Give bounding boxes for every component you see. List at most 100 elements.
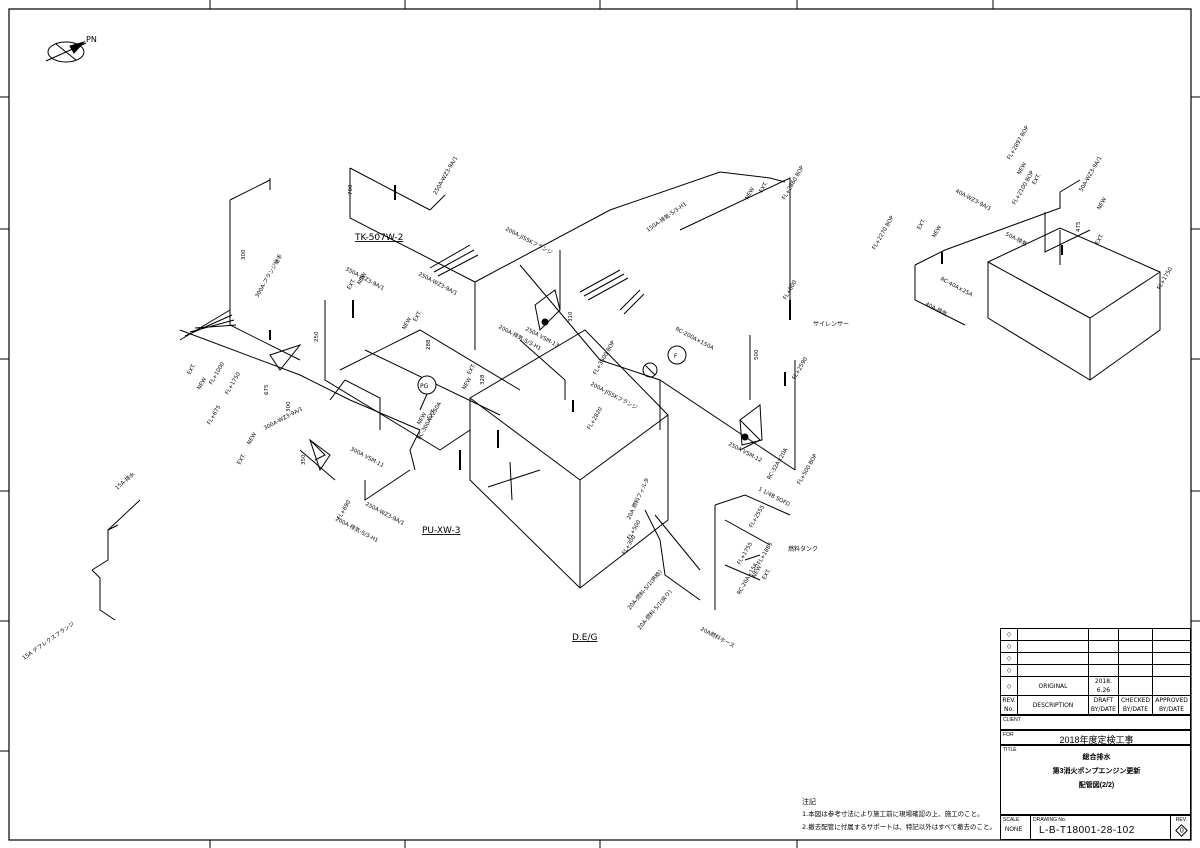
dimension-label: 475 bbox=[1076, 221, 1082, 232]
ext-marker: EXT. bbox=[759, 181, 770, 194]
level-label: FL+800 bbox=[783, 279, 799, 301]
pu-xw3-label: PU-XW-3 bbox=[422, 526, 461, 536]
pg-label: PG bbox=[420, 383, 429, 390]
dimension-label: 500 bbox=[754, 349, 760, 360]
ext-marker: EXT. bbox=[187, 363, 198, 376]
deg-label: D.E/G bbox=[572, 633, 598, 643]
level-label: FL+2897 BOP bbox=[1007, 125, 1031, 161]
f-label: F bbox=[674, 353, 678, 360]
new-marker: NEW bbox=[752, 564, 764, 579]
flowmeter-icon bbox=[642, 345, 687, 378]
new-marker: NEW bbox=[197, 376, 209, 391]
title-block: TITLE 総合排水 第3消火ポンプエンジン更新 配管図(2/2) bbox=[1000, 745, 1191, 815]
new-marker: NEW bbox=[357, 271, 369, 286]
rev-diamond-icon: ◇ bbox=[1000, 652, 1018, 665]
new-marker: NEW bbox=[462, 376, 474, 391]
notes-heading: 注記 bbox=[802, 797, 816, 806]
hdr-approved: APPROVED BY/DATE bbox=[1152, 695, 1191, 715]
ext-marker: EXT. bbox=[413, 310, 424, 323]
title-line-1: 総合排水 bbox=[1082, 754, 1111, 761]
level-label: FL+2590 bbox=[792, 356, 810, 381]
valve-symbols bbox=[269, 185, 1063, 472]
client-block: CLIENT bbox=[1000, 715, 1191, 730]
level-label: FL+1000 bbox=[209, 361, 227, 386]
pipe-label: 15A デフレクスフランジ bbox=[21, 619, 77, 661]
ext-marker: EXT. bbox=[467, 363, 478, 376]
dimension-label: 310 bbox=[568, 311, 574, 322]
client-label: CLIENT bbox=[1003, 717, 1021, 723]
level-label: FL+2270 BOP bbox=[872, 215, 896, 251]
hdr-checked: CHECKED BY/DATE bbox=[1117, 695, 1154, 715]
dimension-label: 350 bbox=[301, 454, 307, 465]
drawing-number-label: DRAWING No. bbox=[1033, 817, 1067, 823]
silencer-label: サイレンサー bbox=[813, 321, 849, 328]
north-arrow-icon bbox=[45, 41, 87, 63]
pipe-label: 1 1/4B SOFD bbox=[757, 486, 791, 508]
engine-box bbox=[469, 329, 669, 589]
title-line-2: 第3消火ポンプエンジン更新 bbox=[1052, 768, 1141, 775]
dimension-label: 288 bbox=[426, 339, 432, 350]
ext-marker: EXT. bbox=[347, 278, 358, 291]
hdr-rev: REV. No. bbox=[1000, 695, 1018, 715]
level-label: FL+1750 bbox=[225, 371, 243, 396]
drawing-number-block: SCALE NONE DRAWING No. L-B-T18001-28-102… bbox=[1000, 815, 1191, 840]
dimension-label: 675 bbox=[264, 384, 270, 395]
pipe-label: 200A-JIS5Kフランジ bbox=[504, 226, 554, 257]
rev-diamond-icon: ◇ bbox=[1000, 676, 1018, 696]
scale-label: SCALE bbox=[1003, 817, 1020, 823]
pipe-label: 250A-WZ3-9A/1 bbox=[433, 156, 460, 196]
new-marker: NEW bbox=[417, 411, 429, 426]
dimension-label: 300 bbox=[241, 249, 247, 260]
pipe-label: 40A-WZ3-9A/1 bbox=[954, 188, 992, 212]
rev-original: ORIGINAL bbox=[1017, 676, 1089, 696]
pressure-gauge-icon bbox=[417, 375, 437, 411]
tk507-label: TK-507W-2 bbox=[354, 233, 403, 243]
new-marker: NEW bbox=[1097, 196, 1109, 211]
pipe-label: 15A-排水 bbox=[113, 470, 137, 492]
ext-marker: EXT. bbox=[917, 218, 928, 231]
level-label: FL+2820 bbox=[587, 406, 605, 431]
level-label: FL+500 BOP bbox=[797, 453, 820, 486]
level-label: FL+1750 bbox=[1157, 266, 1175, 291]
new-marker: NEW bbox=[247, 431, 259, 446]
scale-value: NONE bbox=[1005, 827, 1023, 833]
pipe-label: 300A-WZ3-9A/1 bbox=[263, 406, 304, 432]
level-label: FL+675 bbox=[207, 404, 223, 426]
new-marker: NEW bbox=[932, 224, 944, 239]
rev-diamond-icon: ◇ bbox=[1000, 664, 1018, 677]
dimension-label: 300 bbox=[286, 401, 292, 412]
level-label: FL+690 bbox=[337, 499, 353, 521]
new-marker: NEW bbox=[1017, 161, 1029, 176]
notes-line-1: 1.本図は参考寸法により施工前に現場確認の上、施工のこと。 bbox=[802, 809, 984, 818]
dimension-label: 250 bbox=[314, 331, 320, 342]
new-marker: NEW bbox=[402, 316, 414, 331]
pipe-label: 40A-排気 bbox=[924, 300, 949, 318]
for-label: FOR bbox=[1003, 732, 1014, 738]
dimension-label: 328 bbox=[480, 374, 486, 385]
drawing-number-value: L-B-T18001-28-102 bbox=[1039, 825, 1135, 836]
pipe-label: 300A-フランジ継手 bbox=[253, 252, 285, 299]
level-label: FL+1885 bbox=[757, 541, 775, 566]
pipe-label: 300A VSM-11 bbox=[349, 446, 384, 469]
dimension-label: 700 bbox=[348, 184, 354, 195]
rev-date: 2018. 6.26 bbox=[1088, 676, 1119, 696]
pipe-label: 50A-WZ3-9A/1 bbox=[1079, 156, 1104, 193]
ext-marker: EXT. bbox=[1095, 233, 1106, 246]
hdr-draft: DRAFT BY/DATE bbox=[1088, 695, 1119, 715]
for-block: FOR 2018年度定検工事 bbox=[1000, 730, 1191, 745]
pipe-label: RC-40A×25A bbox=[939, 276, 973, 298]
pipe-label: 250A-WZ3-9A/1 bbox=[417, 271, 458, 297]
hdr-description: DESCRIPTION bbox=[1017, 695, 1089, 715]
pipe-label: 150A-排気-5/3-H1 bbox=[645, 200, 689, 234]
level-label: FL+2100 BOP bbox=[1012, 170, 1036, 206]
level-label: FL+3600 BOP bbox=[593, 340, 617, 376]
level-label: FL+1755 bbox=[737, 541, 755, 566]
north-label: PN bbox=[86, 35, 97, 44]
rev-diamond-icon: ◇ bbox=[1000, 640, 1018, 653]
ext-marker: EXT. bbox=[427, 408, 438, 421]
pipe-label: 200A-JIS5Kフランジ bbox=[589, 381, 639, 412]
fuel-tank-label: 燃料タンク bbox=[788, 545, 818, 553]
rev-value: 0 bbox=[1179, 827, 1184, 834]
